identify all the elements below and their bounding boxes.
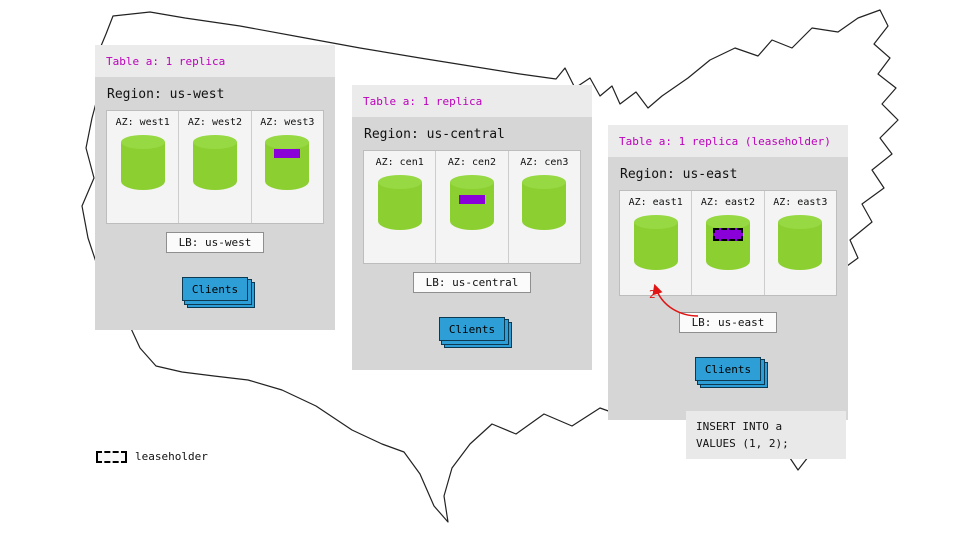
- cylinder-top: [778, 215, 823, 229]
- leaseholder-replica-chip: [712, 228, 743, 241]
- replica-chip: [458, 195, 485, 204]
- table-replica-header-us-west: Table a: 1 replica: [95, 45, 335, 77]
- sql-line-1: INSERT INTO a: [696, 420, 783, 433]
- az-col-cen1: AZ: cen1: [364, 151, 435, 263]
- az-panel-us-west: AZ: west1 AZ: west2 AZ: west3: [106, 110, 324, 224]
- sql-line-2: VALUES (1, 2);: [696, 437, 789, 451]
- database-cylinder-icon: [778, 215, 823, 270]
- az-label: AZ: cen3: [520, 157, 569, 168]
- database-cylinder-icon: [192, 135, 237, 190]
- load-balancer-us-east: LB: us-east: [678, 312, 778, 333]
- az-label: AZ: cen2: [447, 157, 497, 168]
- cylinder-top: [120, 135, 165, 149]
- cylinder-top: [705, 215, 750, 229]
- az-col-east3: AZ: east3: [763, 191, 836, 295]
- table-replica-label: Table a: 1 replica: [363, 94, 483, 108]
- database-cylinder-icon: [705, 215, 750, 270]
- load-balancer-us-central: LB: us-central: [412, 272, 532, 293]
- region-name-us-east: Region: us-east: [620, 167, 738, 182]
- cylinder-top: [265, 135, 310, 149]
- az-col-cen3: AZ: cen3: [507, 151, 580, 263]
- leaseholder-chip-icon: [96, 450, 127, 463]
- az-col-east1: AZ: east1: [620, 191, 691, 295]
- cylinder-top: [377, 175, 422, 189]
- database-cylinder-icon: [377, 175, 422, 230]
- legend: leaseholder: [96, 450, 208, 463]
- clients-box-us-east: Clients: [695, 357, 761, 381]
- region-box-us-east: Table a: 1 replica (leaseholder) Region:…: [608, 125, 848, 420]
- az-label: AZ: west1: [115, 117, 170, 128]
- table-replica-label: Table a: 1 replica (leaseholder): [619, 134, 831, 148]
- cylinder-top: [192, 135, 237, 149]
- arrow-step-label: 2: [649, 288, 656, 301]
- database-cylinder-icon: [265, 135, 310, 190]
- az-label: AZ: east2: [700, 197, 756, 208]
- table-replica-header-us-central: Table a: 1 replica: [352, 85, 592, 117]
- table-replica-label: Table a: 1 replica: [106, 54, 226, 68]
- table-replica-header-us-east: Table a: 1 replica (leaseholder): [608, 125, 848, 157]
- database-cylinder-icon: [120, 135, 165, 190]
- az-panel-us-east: AZ: east1 AZ: east2 AZ: east3: [619, 190, 837, 296]
- az-col-cen2: AZ: cen2: [435, 151, 507, 263]
- replica-chip: [274, 149, 301, 158]
- sql-statement-box: INSERT INTO a VALUES (1, 2);: [686, 411, 846, 460]
- cylinder-top: [633, 215, 678, 229]
- az-label: AZ: east1: [628, 197, 683, 208]
- clients-box-us-west: Clients: [182, 277, 248, 301]
- az-col-west1: AZ: west1: [107, 111, 178, 223]
- az-label: AZ: east3: [773, 197, 828, 208]
- region-box-us-west: Table a: 1 replica Region: us-west AZ: w…: [95, 45, 335, 330]
- cylinder-top: [522, 175, 567, 189]
- region-name-us-west: Region: us-west: [107, 87, 225, 102]
- clients-box-us-central: Clients: [439, 317, 505, 341]
- az-col-east2: AZ: east2: [691, 191, 763, 295]
- load-balancer-us-west: LB: us-west: [165, 232, 265, 253]
- region-box-us-central: Table a: 1 replica Region: us-central AZ…: [352, 85, 592, 370]
- az-label: AZ: west2: [187, 117, 243, 128]
- region-name-us-central: Region: us-central: [364, 127, 505, 142]
- write-path-arrow: [652, 283, 699, 317]
- az-label: AZ: west3: [260, 117, 315, 128]
- az-col-west3: AZ: west3: [250, 111, 323, 223]
- az-label: AZ: cen1: [375, 157, 424, 168]
- database-cylinder-icon: [449, 175, 494, 230]
- legend-label: leaseholder: [135, 450, 208, 463]
- az-panel-us-central: AZ: cen1 AZ: cen2 AZ: cen3: [363, 150, 581, 264]
- database-cylinder-icon: [633, 215, 678, 270]
- database-cylinder-icon: [522, 175, 567, 230]
- cylinder-top: [449, 175, 494, 189]
- az-col-west2: AZ: west2: [178, 111, 250, 223]
